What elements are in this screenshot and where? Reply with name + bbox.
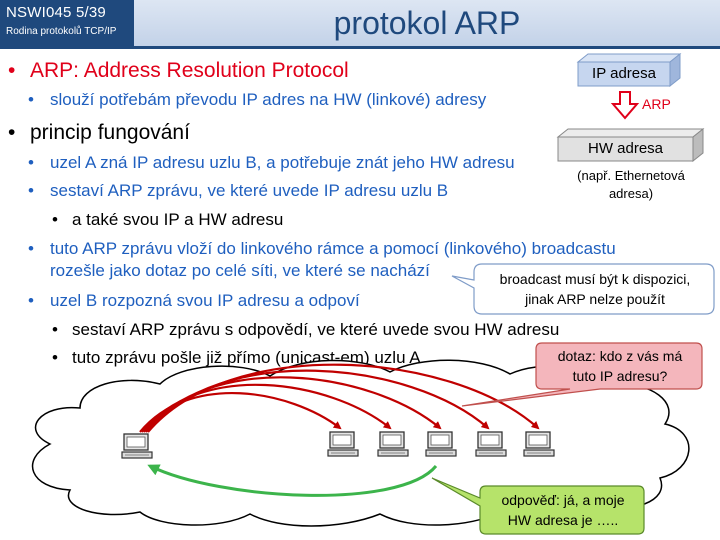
hw-note-line2: adresa)	[608, 186, 654, 201]
bullet-arp-definition: • ARP: Address Resolution Protocol	[8, 59, 349, 82]
bullet-dot-icon: •	[28, 291, 34, 310]
bullet-dot-icon: •	[28, 239, 34, 258]
query-text-line2: tuto IP adresu?	[572, 368, 668, 384]
reply-arrow	[147, 464, 438, 497]
broadcast-note-line2: jinak ARP nelze použít	[525, 291, 665, 307]
bullet-builds-message: • sestaví ARP zprávu, ve které uvede IP …	[28, 181, 449, 200]
bullet-dot-icon: •	[28, 153, 34, 172]
title-bar: protokol ARP	[134, 0, 720, 46]
computer-icon	[327, 431, 359, 457]
hw-address-box	[556, 127, 705, 163]
slide-title: protokol ARP	[333, 5, 521, 41]
computer-icon	[377, 431, 409, 457]
reply-text-line2: HW adresa je …..	[507, 512, 619, 528]
broadcast-note-callout	[451, 263, 715, 315]
bullet-node-b-replies: • uzel B rozpozná svou IP adresu a odpov…	[28, 291, 360, 310]
broadcast-note-line1: broadcast musí být k dispozici,	[499, 271, 691, 287]
course-badge: NSWI045 5/39 Rodina protokolů TCP/IP	[0, 0, 134, 46]
bullet-principle: • princip fungování	[8, 121, 190, 144]
broadcast-arrows	[139, 363, 540, 433]
reply-text-line1: odpověď: já, a moje	[501, 492, 625, 508]
course-name: Rodina protokolů TCP/IP	[6, 26, 117, 37]
query-callout	[461, 342, 703, 407]
bullet-dot-icon: •	[28, 90, 34, 109]
header-divider	[0, 46, 720, 49]
hw-box-label: HW adresa	[587, 140, 664, 157]
course-code: NSWI045 5/39	[6, 4, 106, 21]
arp-down-arrow-icon	[610, 91, 640, 120]
computer-icon	[523, 431, 555, 457]
slide-header: NSWI045 5/39 Rodina protokolů TCP/IP pro…	[0, 0, 720, 49]
bullet-dot-icon: •	[28, 181, 34, 200]
bullet-dot-icon: •	[8, 121, 16, 144]
arp-arrow-label: ARP	[642, 96, 671, 112]
bullet-arp-purpose: • slouží potřebám převodu IP adres na HW…	[28, 90, 487, 109]
computer-node-a-icon	[121, 433, 153, 459]
bullet-reply-message: • sestaví ARP zprávu s odpovědí, ve kter…	[52, 320, 560, 339]
computer-icon	[475, 431, 507, 457]
ip-address-box	[576, 52, 682, 88]
bullet-dot-icon: •	[52, 210, 58, 229]
ip-box-label: IP adresa	[592, 65, 656, 82]
bullet-own-addresses: • a také svou IP a HW adresu	[52, 210, 284, 229]
bullet-broadcast-line2: rozešle jako dotaz po celé síti, ve kter…	[50, 261, 430, 280]
computer-node-b-icon	[425, 431, 457, 457]
network-cloud	[31, 359, 690, 527]
bullet-node-a-knows: • uzel A zná IP adresu uzlu B, a potřebu…	[28, 153, 515, 172]
query-text-line1: dotaz: kdo z vás má	[557, 348, 683, 364]
bullet-dot-icon: •	[52, 320, 58, 339]
bullet-broadcast-line1: • tuto ARP zprávu vloží do linkového rám…	[28, 239, 616, 258]
hw-note-line1: (např. Ethernetová	[577, 168, 685, 183]
bullet-dot-icon: •	[8, 59, 16, 82]
bullet-dot-icon: •	[52, 348, 58, 367]
reply-callout	[431, 477, 645, 535]
